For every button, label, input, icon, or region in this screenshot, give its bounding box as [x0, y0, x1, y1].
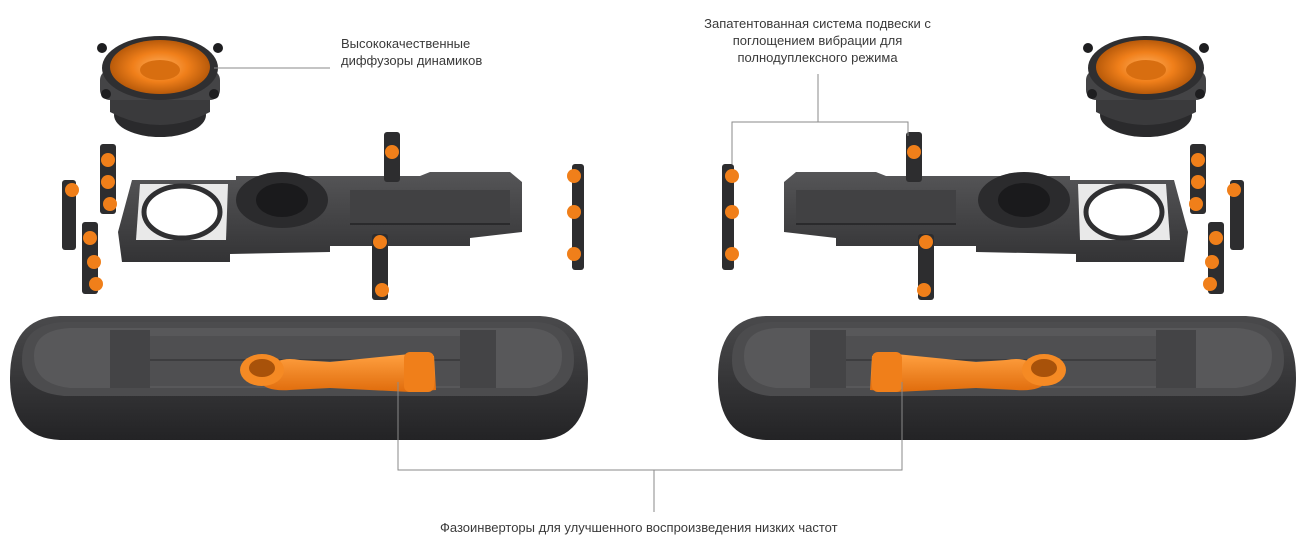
annotation-suspension-system: Запатентованная система подвески с погло…	[704, 16, 931, 65]
left-bass-reflex-port	[240, 352, 436, 392]
left-inner-tray	[118, 172, 522, 262]
annotation-speaker-diffusers: Высококачественные диффузоры динамиков	[341, 36, 483, 68]
leader-lines	[214, 67, 909, 512]
annotation-bass-reflex-ports: Фазоинверторы для улучшенного воспроизве…	[440, 520, 838, 535]
right-suspension-dampers	[725, 145, 1241, 297]
left-speaker-driver	[97, 36, 223, 137]
right-bass-reflex-port	[870, 352, 1066, 392]
right-inner-tray	[784, 172, 1188, 262]
leader-line-suspension	[731, 74, 909, 164]
leader-line-bass	[397, 382, 903, 512]
left-suspension-dampers	[65, 145, 581, 297]
left-assembly	[10, 36, 588, 440]
right-assembly	[718, 36, 1296, 440]
right-speaker-driver	[1083, 36, 1209, 137]
